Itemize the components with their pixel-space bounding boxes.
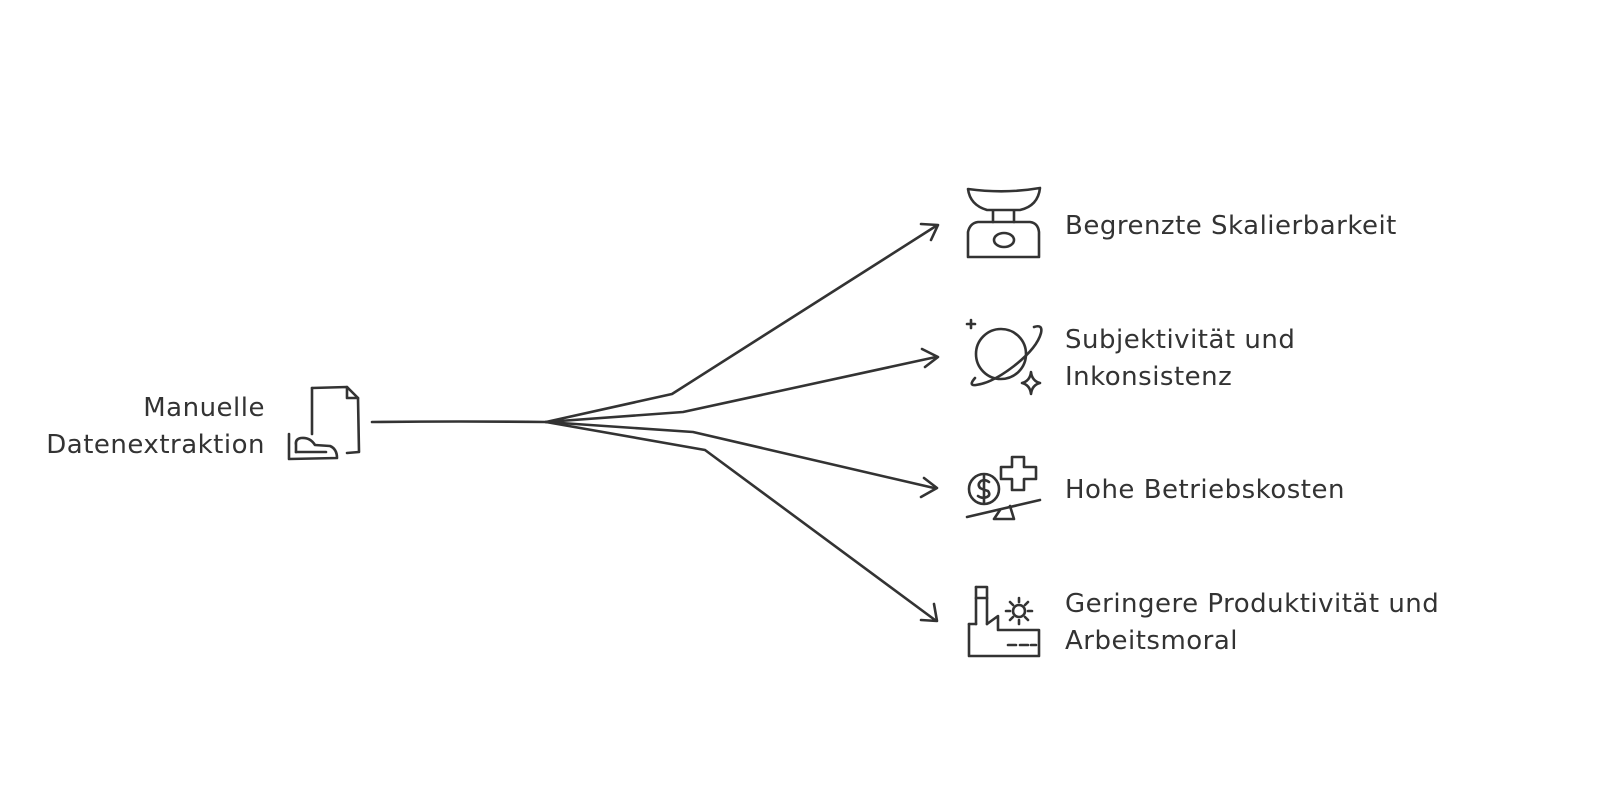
factory-gear-icon [967,585,1041,658]
outcome-label-subjectivity: Subjektivität und Inkonsistenz [1065,322,1295,396]
scale-icon [966,186,1042,259]
balance-coin-plus-icon [965,455,1042,521]
outcome-label-productivity-line-1: Geringere Produktivität und [1065,589,1440,619]
source-label-line-2: Datenextraktion [46,430,265,460]
outcome-label-scalability-line-1: Begrenzte Skalierbarkeit [1065,211,1397,241]
arrow-to-subjectivity [544,347,940,424]
outcome-label-productivity: Geringere Produktivität und Arbeitsmoral [1065,586,1439,660]
outcome-label-subjectivity-line-1: Subjektivität und [1065,325,1296,355]
outcome-label-productivity-line-2: Arbeitsmoral [1065,626,1239,656]
source-label: Manuelle Datenextraktion [20,390,265,464]
document-hand-icon [287,385,361,461]
arrow-to-productivity [544,420,939,623]
trunk-line [370,420,548,424]
outcome-label-subjectivity-line-2: Inkonsistenz [1065,362,1233,392]
outcome-label-costs: Hohe Betriebskosten [1065,472,1345,509]
arrow-to-scalability [544,222,940,424]
outcome-label-scalability: Begrenzte Skalierbarkeit [1065,208,1397,245]
planet-icon [965,318,1043,396]
arrow-to-costs [544,420,939,499]
outcome-label-costs-line-1: Hohe Betriebskosten [1065,475,1345,505]
source-label-line-1: Manuelle [143,393,265,423]
